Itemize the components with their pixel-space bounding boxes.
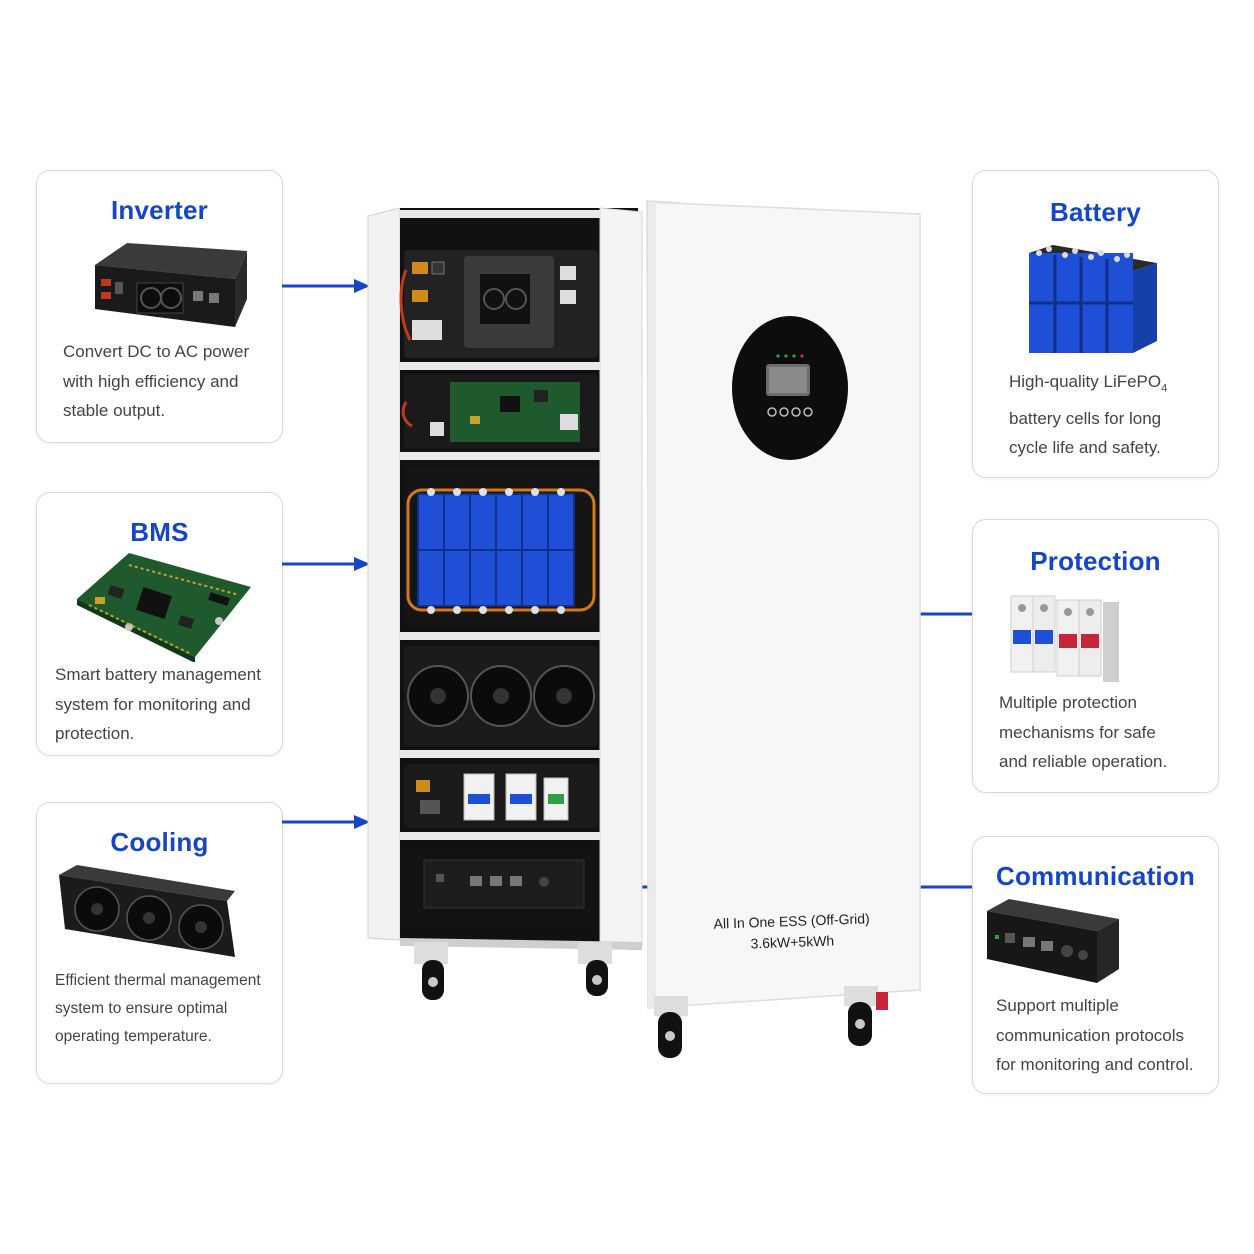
communication-title: Communication [995, 861, 1196, 891]
battery-title: Battery [1050, 197, 1141, 227]
product-label: All In One ESS (Off-Grid) 3.6kW+5kWh [703, 908, 880, 956]
bms-module [401, 374, 598, 448]
inverter-card: Inverter Convert DC to AC power with hig… [36, 170, 283, 443]
inverter-desc: Convert DC to AC power with high efficie… [63, 342, 250, 420]
protection-desc: Multiple protection mechanisms for safe … [999, 693, 1168, 771]
front-casters [654, 986, 888, 1058]
circuit-breaker-icon [1010, 595, 1119, 682]
communication-desc: Support multiple communication protocols… [996, 996, 1194, 1074]
communication-module [404, 846, 598, 926]
battery-desc-rest: battery cells for long cycle life and sa… [1009, 408, 1162, 458]
cooling-arrow [282, 815, 370, 829]
cooling-fan-module [404, 646, 598, 746]
ess-cabinet [367, 200, 921, 1058]
communication-card: Communication Support multiple communica… [972, 836, 1219, 1094]
inverter-icon [95, 243, 247, 327]
battery-card: Battery High-quality LiFePO4 battery cel… [972, 170, 1219, 478]
rear-casters [414, 942, 612, 1000]
battery-desc: High-quality LiFePO4 battery cells for l… [1009, 367, 1167, 463]
protection-card: Protection Multiple protection mechanism… [972, 519, 1219, 793]
inverter-module [399, 250, 598, 358]
bms-arrow [282, 557, 370, 571]
protection-title: Protection [1030, 546, 1161, 576]
cooling-card: Cooling Efficient thermal management sys… [36, 802, 283, 1084]
cooling-desc: Efficient thermal management system to e… [55, 972, 261, 1045]
battery-desc-line1: High-quality LiFePO [1009, 372, 1162, 391]
inverter-arrow [282, 279, 370, 293]
bms-title: BMS [130, 517, 189, 547]
communication-module-icon [987, 899, 1119, 983]
inverter-title: Inverter [111, 195, 208, 225]
battery-pack-module [404, 466, 598, 626]
bms-card: BMS Smart battery management system for … [36, 492, 283, 756]
battery-cells-icon [1029, 245, 1157, 353]
protection-module [404, 764, 598, 828]
circuit-board-icon [77, 553, 251, 662]
fan-icon [59, 865, 235, 957]
front-door-panel [646, 200, 921, 1009]
battery-desc-subscript: 4 [1161, 382, 1168, 395]
cooling-title: Cooling [110, 827, 209, 857]
bms-desc: Smart battery management system for moni… [55, 665, 261, 743]
